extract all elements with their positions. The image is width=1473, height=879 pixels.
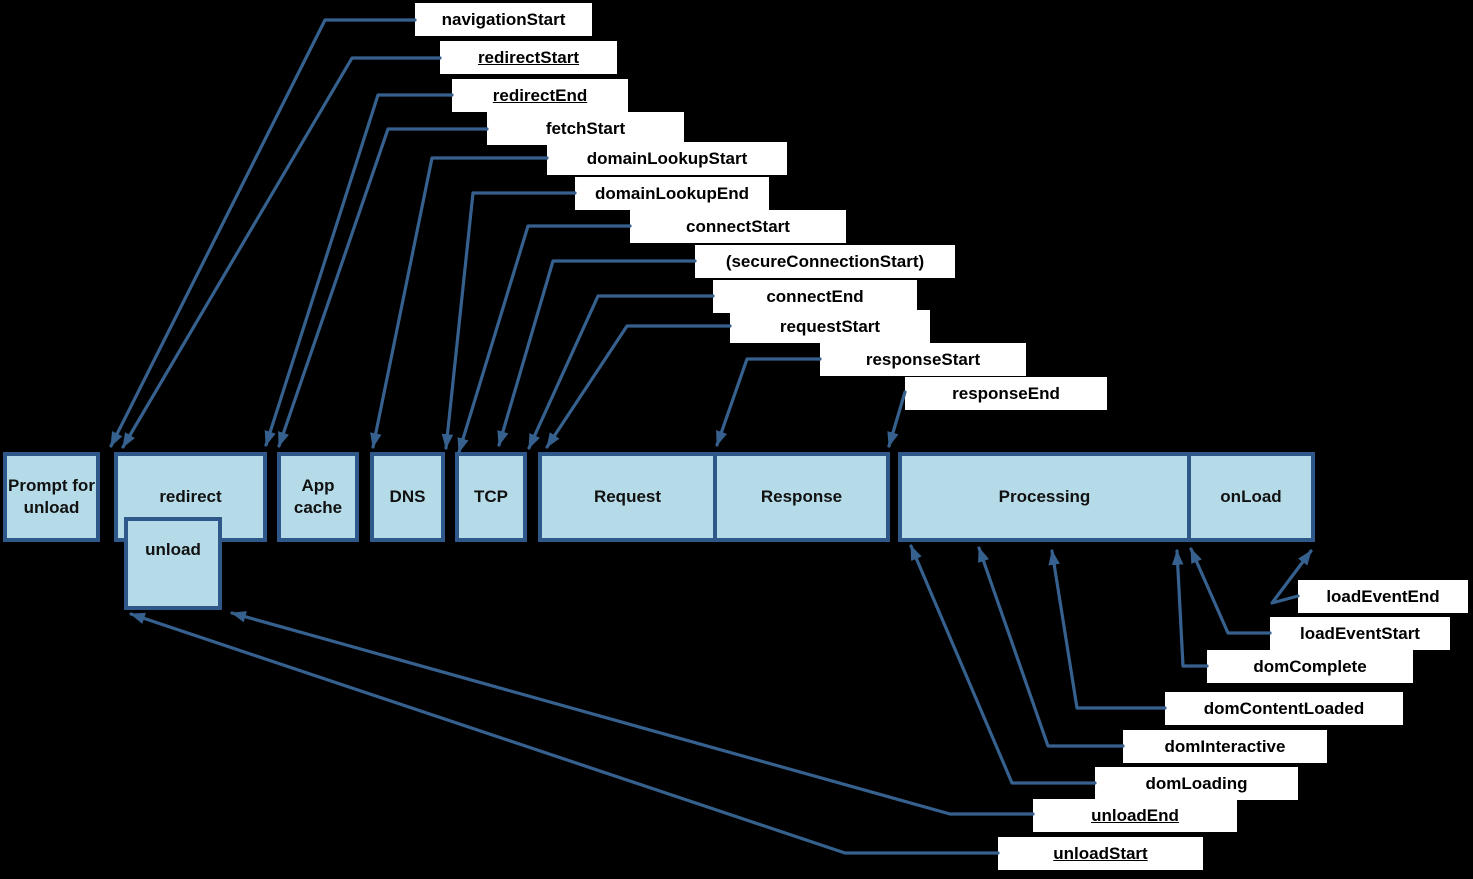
arrow-unloadEnd <box>230 611 1035 816</box>
arrow-domComplete <box>1171 549 1209 668</box>
arrow-connectStart <box>457 224 632 454</box>
event-label-responseStart: responseStart <box>820 343 1026 376</box>
arrow-secureConnectionStart <box>497 259 697 447</box>
event-label-responseEnd: responseEnd <box>905 377 1107 410</box>
event-label-domComplete: domComplete <box>1207 650 1413 683</box>
event-text-unloadStart: unloadStart <box>1053 843 1148 863</box>
arrow-responseEnd <box>887 390 907 448</box>
arrow-domainLookupEnd <box>441 191 577 450</box>
event-label-navigationStart: navigationStart <box>415 3 592 36</box>
event-text-domContentLoaded: domContentLoaded <box>1203 698 1365 718</box>
event-text-domLoading: domLoading <box>1145 773 1248 793</box>
event-label-domInteractive: domInteractive <box>1123 730 1327 763</box>
phase-label-dns: DNS <box>389 486 426 506</box>
event-label-fetchStart: fetchStart <box>487 112 684 145</box>
event-text-redirectStart: redirectStart <box>477 47 580 67</box>
event-label-unloadEnd: unloadEnd <box>1033 799 1237 832</box>
phase-box-tcp: TCP <box>455 452 527 542</box>
phase-label-tcp: TCP <box>474 486 508 506</box>
event-label-connectEnd: connectEnd <box>713 280 917 313</box>
phase-box-dns: DNS <box>370 452 445 542</box>
arrow-fetchStart <box>277 127 489 448</box>
phase-group-processing-onload: Processing onLoad <box>898 452 1315 542</box>
event-text-responseStart: responseStart <box>865 349 981 369</box>
event-text-redirectEnd: redirectEnd <box>492 85 588 105</box>
event-text-requestStart: requestStart <box>779 316 881 336</box>
arrow-connectEnd <box>527 294 715 450</box>
event-label-secureConnectionStart: (secureConnectionStart) <box>695 245 955 278</box>
phase-label-processing: Processing <box>998 486 1091 506</box>
event-label-loadEventEnd: loadEventEnd <box>1298 580 1468 613</box>
arrow-domainLookupStart <box>370 156 549 449</box>
phase-label-redirect: redirect <box>159 486 222 506</box>
phase-label-request: Request <box>593 486 662 506</box>
event-text-loadEventStart: loadEventStart <box>1300 623 1420 643</box>
arrow-redirectStart <box>121 56 442 449</box>
event-text-unloadEnd: unloadEnd <box>1091 805 1179 825</box>
arrow-loadEventStart <box>1189 547 1272 635</box>
event-text-secureConnectionStart: (secureConnectionStart) <box>725 251 925 271</box>
event-text-fetchStart: fetchStart <box>545 118 626 138</box>
event-text-domainLookupStart: domainLookupStart <box>586 148 748 168</box>
event-label-unloadStart: unloadStart <box>998 837 1203 870</box>
event-text-domComplete: domComplete <box>1253 656 1367 676</box>
event-text-connectEnd: connectEnd <box>766 286 864 306</box>
phase-box-processing: Processing <box>902 456 1191 538</box>
phase-label-prompt-for-unload: Prompt for unload <box>8 475 95 517</box>
event-label-loadEventStart: loadEventStart <box>1270 617 1450 650</box>
event-text-loadEventEnd: loadEventEnd <box>1326 586 1440 606</box>
event-label-redirectEnd: redirectEnd <box>452 79 628 112</box>
event-label-domainLookupEnd: domainLookupEnd <box>575 177 769 210</box>
event-label-redirectStart: redirectStart <box>440 41 617 74</box>
arrow-domLoading <box>909 544 1097 785</box>
event-text-domInteractive: domInteractive <box>1164 736 1286 756</box>
arrow-responseStart <box>715 357 822 447</box>
phase-box-response: Response <box>717 456 886 538</box>
phase-box-onload: onLoad <box>1191 456 1311 538</box>
arrow-navigationStart <box>109 18 417 448</box>
event-label-domContentLoaded: domContentLoaded <box>1165 692 1403 725</box>
arrow-requestStart <box>545 324 732 449</box>
arrow-domContentLoaded <box>1048 549 1167 710</box>
arrow-unloadStart <box>129 612 1000 855</box>
arrow-domInteractive <box>977 546 1125 748</box>
phase-label-response: Response <box>760 486 843 506</box>
phase-group-request-response: Request Response <box>538 452 890 542</box>
event-text-connectStart: connectStart <box>686 216 790 236</box>
phase-box-prompt-for-unload: Prompt for unload <box>3 452 100 542</box>
event-text-domainLookupEnd: domainLookupEnd <box>595 183 749 203</box>
phase-label-unload: unload <box>145 540 201 559</box>
event-text-navigationStart: navigationStart <box>441 9 566 29</box>
arrow-redirectEnd <box>264 93 454 447</box>
phase-label-app-cache: App cache <box>293 475 343 517</box>
phase-label-onload: onLoad <box>1220 486 1282 506</box>
event-label-domLoading: domLoading <box>1095 767 1298 800</box>
phase-box-request: Request <box>542 456 717 538</box>
event-text-responseEnd: responseEnd <box>952 383 1060 403</box>
event-label-domainLookupStart: domainLookupStart <box>547 142 787 175</box>
event-label-requestStart: requestStart <box>730 310 930 343</box>
phase-box-unload: unload <box>124 517 222 610</box>
arrow-loadEventEnd <box>1270 549 1313 605</box>
phase-box-app-cache: App cache <box>277 452 359 542</box>
event-label-connectStart: connectStart <box>630 210 846 243</box>
